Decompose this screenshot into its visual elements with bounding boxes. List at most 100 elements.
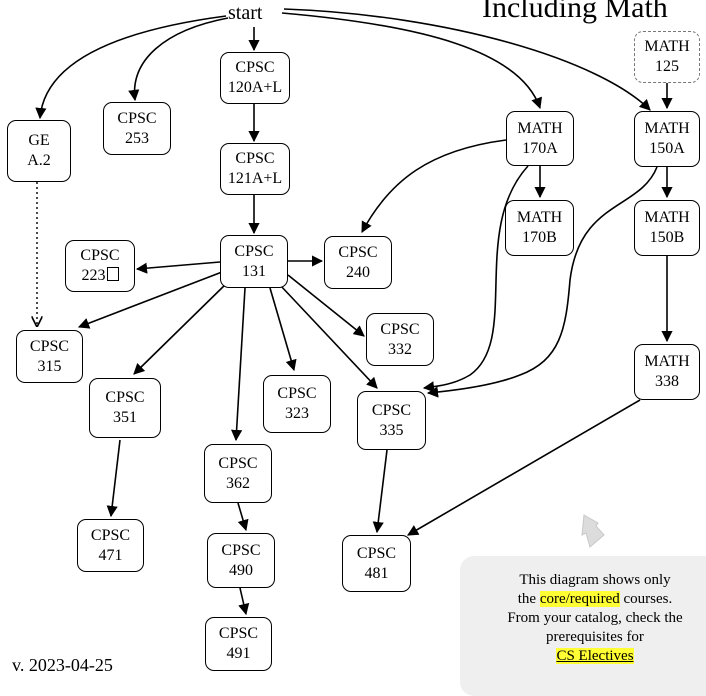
course-label: CPSC bbox=[235, 150, 275, 167]
note-line: From your catalog, check the bbox=[507, 610, 683, 626]
course-number: 338 bbox=[655, 373, 679, 390]
course-number: 491 bbox=[226, 645, 251, 662]
course-ge-a2: GE A.2 bbox=[7, 120, 71, 182]
course-number: 253 bbox=[125, 129, 149, 147]
course-math-150b: MATH 150B bbox=[634, 200, 700, 256]
course-number: 315 bbox=[37, 357, 62, 375]
course-label: CPSC bbox=[29, 337, 70, 355]
course-number: 170B bbox=[522, 229, 557, 246]
edge-start-math150a bbox=[283, 8, 651, 111]
course-math-125: MATH 125 bbox=[634, 31, 700, 83]
course-cpsc-131: CPSC 131 bbox=[220, 235, 288, 288]
course-cpsc-121: CPSC 121A+L bbox=[220, 143, 290, 195]
course-number: 125 bbox=[655, 58, 679, 75]
course-label: CPSC bbox=[80, 247, 120, 264]
note-text: the bbox=[517, 591, 537, 607]
course-label: MATH bbox=[644, 353, 690, 370]
cs-electives-link[interactable]: CS Electives bbox=[556, 648, 634, 664]
course-number: 121A+L bbox=[227, 170, 283, 187]
edge-cpsc131-cpsc332 bbox=[287, 274, 365, 337]
course-label: MATH bbox=[644, 38, 690, 55]
course-cpsc-335: CPSC 335 bbox=[357, 391, 426, 450]
course-label: CPSC bbox=[117, 109, 157, 127]
edge-math150a-cpsc335 bbox=[426, 166, 658, 398]
course-number: 240 bbox=[346, 263, 370, 281]
course-label: CPSC bbox=[235, 59, 275, 76]
course-cpsc-323: CPSC 323 bbox=[263, 375, 331, 433]
course-number: 362 bbox=[226, 474, 250, 492]
edge-math170a-cpsc240 bbox=[361, 139, 507, 233]
edge-cpsc351-cpsc471 bbox=[106, 439, 121, 518]
course-math-150a: MATH 150A bbox=[634, 111, 700, 167]
course-label: CPSC bbox=[218, 454, 258, 472]
course-label: CPSC bbox=[338, 243, 378, 261]
course-number: 150A bbox=[649, 140, 685, 157]
course-number: 150B bbox=[649, 229, 685, 246]
course-label: GE bbox=[28, 132, 50, 149]
edge-start-gea2 bbox=[35, 15, 227, 120]
edge-cpsc362-cpsc490 bbox=[237, 502, 249, 532]
edge-cpsc335-cpsc481 bbox=[372, 449, 388, 534]
edge-cpsc131-cpsc351 bbox=[133, 279, 231, 375]
course-label: MATH bbox=[517, 119, 563, 137]
course-cpsc-471: CPSC 471 bbox=[77, 519, 144, 572]
course-label: MATH bbox=[644, 120, 690, 137]
course-cpsc-120: CPSC 120A+L bbox=[220, 52, 290, 104]
edge-start-cpsc253 bbox=[128, 17, 229, 102]
course-cpsc-332: CPSC 332 bbox=[366, 313, 434, 366]
course-label: CPSC bbox=[356, 544, 397, 562]
course-cpsc-315: CPSC 315 bbox=[16, 330, 83, 383]
course-number: 490 bbox=[229, 561, 253, 579]
course-number: 481 bbox=[364, 564, 389, 582]
course-cpsc-481: CPSC 481 bbox=[342, 535, 411, 592]
edge-start-math170a bbox=[281, 12, 542, 110]
edge-cpsc131-cpsc315 bbox=[77, 271, 223, 329]
course-label: CPSC bbox=[221, 541, 261, 559]
course-number: 131 bbox=[242, 262, 266, 280]
start-label: start bbox=[228, 2, 263, 24]
course-cpsc-490: CPSC 490 bbox=[207, 533, 275, 588]
course-label: CPSC bbox=[90, 526, 131, 544]
note-line: This diagram shows only bbox=[519, 572, 671, 588]
course-label: CPSC bbox=[277, 385, 317, 402]
course-math-170b: MATH 170B bbox=[505, 200, 574, 256]
course-number: 351 bbox=[113, 409, 137, 426]
course-number: 471 bbox=[98, 546, 123, 564]
note-text: courses. bbox=[623, 591, 673, 607]
course-number: 170A bbox=[522, 139, 558, 157]
course-label: CPSC bbox=[105, 389, 145, 406]
course-math-338: MATH 338 bbox=[634, 344, 700, 400]
course-cpsc-491: CPSC 491 bbox=[205, 617, 272, 671]
diagram-title: Including Math bbox=[482, 0, 668, 24]
edge-math170a-cpsc335 bbox=[422, 165, 529, 393]
down-arrow-icon bbox=[581, 514, 605, 548]
course-label: MATH bbox=[644, 209, 690, 226]
course-number: 120A+L bbox=[227, 79, 283, 96]
course-label: CPSC bbox=[234, 242, 274, 260]
course-label: CPSC bbox=[218, 625, 259, 642]
edge-cpsc131-cpsc362 bbox=[231, 287, 246, 442]
edge-cpsc131-cpsc223 bbox=[135, 261, 221, 274]
edge-cpsc490-cpsc491 bbox=[238, 587, 250, 616]
course-math-170a: MATH 170A bbox=[506, 111, 574, 166]
edge-cpsc131-cpsc335 bbox=[279, 284, 378, 389]
course-cpsc-362: CPSC 362 bbox=[204, 444, 272, 503]
note-line: prerequisites for bbox=[546, 629, 644, 645]
course-number: 335 bbox=[379, 421, 404, 439]
note-line-highlight: the core/required courses. bbox=[460, 590, 706, 609]
course-label: MATH bbox=[516, 209, 563, 226]
version-label: v. 2023-04-25 bbox=[12, 655, 113, 675]
highlight-core-required: core/required bbox=[539, 591, 620, 607]
prerequisite-arrows bbox=[0, 8, 673, 616]
edge-math338-cpsc481 bbox=[407, 399, 641, 536]
course-cpsc-351: CPSC 351 bbox=[89, 378, 161, 438]
course-label: CPSC bbox=[371, 401, 412, 419]
square-glyph-icon bbox=[106, 267, 119, 281]
info-note: This diagram shows only the core/require… bbox=[460, 556, 706, 696]
course-number: A.2 bbox=[27, 152, 51, 169]
course-number: 332 bbox=[388, 340, 412, 358]
course-cpsc-240: CPSC 240 bbox=[324, 236, 392, 289]
course-number: 223 bbox=[81, 267, 106, 284]
edge-cpsc131-cpsc323 bbox=[269, 287, 297, 372]
course-cpsc-253: CPSC 253 bbox=[103, 102, 171, 155]
